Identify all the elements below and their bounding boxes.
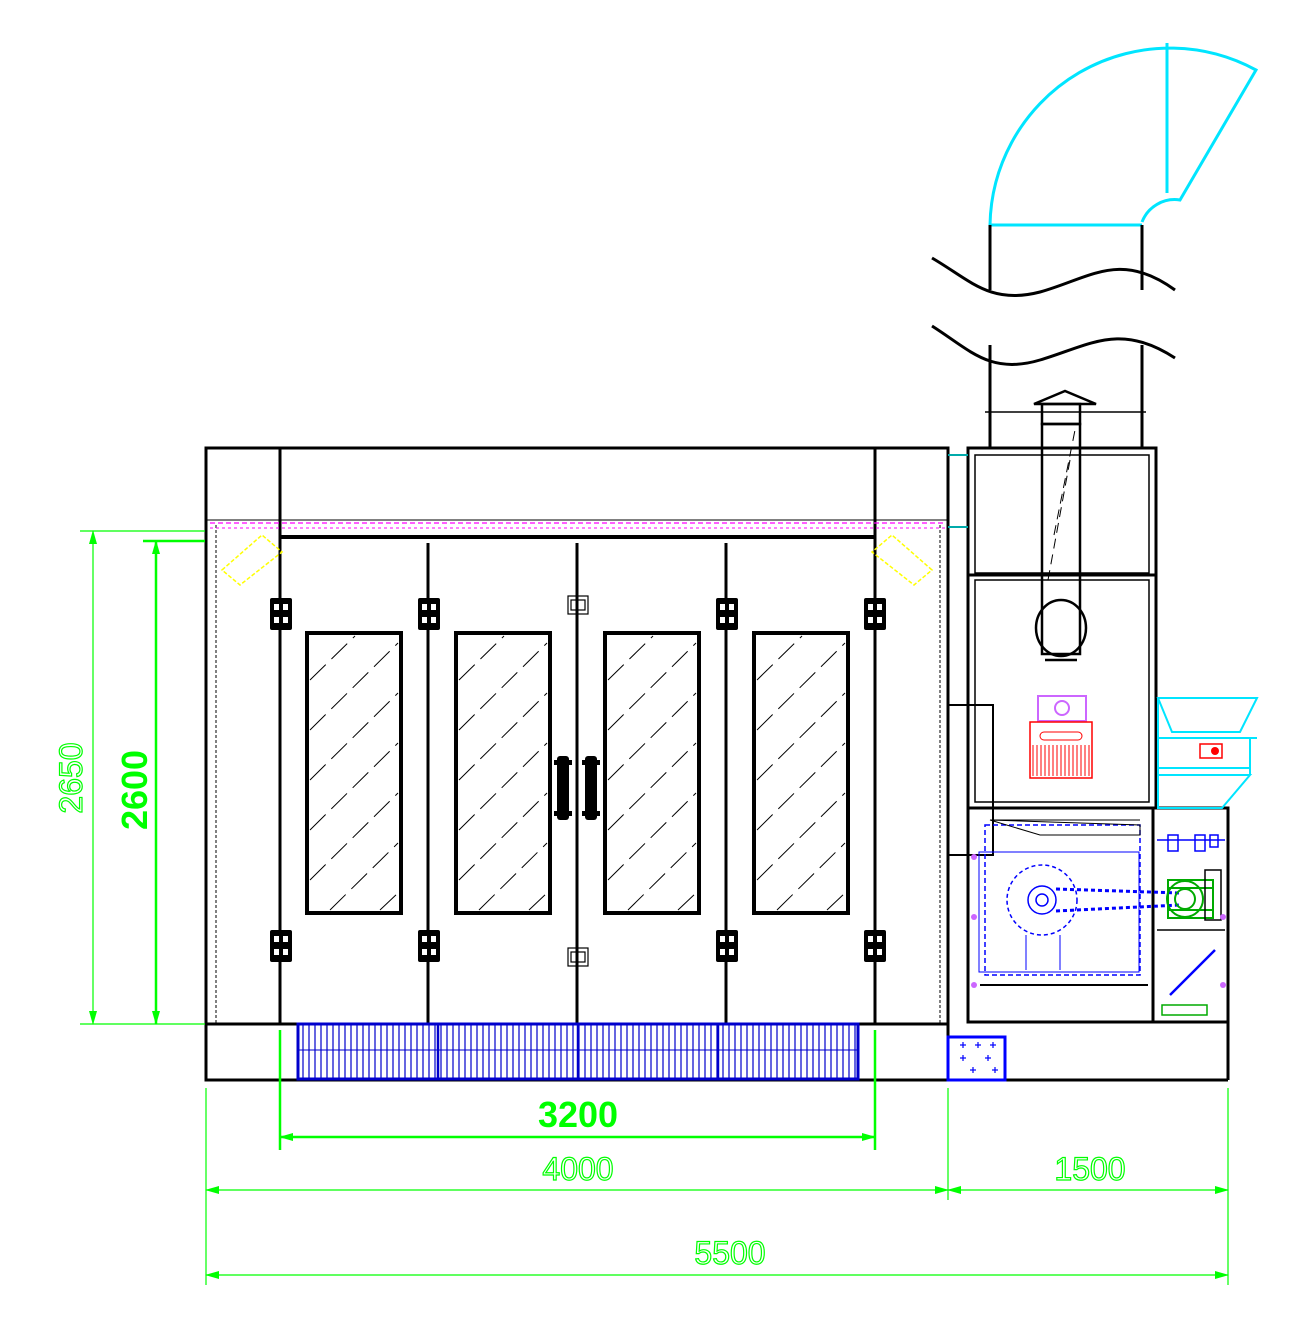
filter-hopper	[1156, 697, 1259, 809]
ceiling-lights	[210, 522, 945, 586]
dim-2600-label: 2600	[114, 750, 155, 830]
door-window-2	[454, 631, 552, 915]
motor-mount	[1157, 869, 1225, 931]
dim-1500-label: 1500	[1054, 1151, 1125, 1187]
dimension-lines	[80, 530, 1229, 1285]
booth-inner-lines	[206, 519, 948, 1024]
door-hinges	[270, 598, 886, 962]
dimension-labels: 2650 2600 3200 4000 1500 5500	[52, 742, 1126, 1272]
door-window-4	[752, 631, 850, 915]
fan-motor	[1166, 879, 1214, 919]
damper	[1161, 949, 1216, 1016]
door-handles	[554, 756, 600, 820]
exhaust-duct-elbow	[988, 43, 1259, 227]
air-fittings	[1157, 834, 1225, 852]
unit-markers	[971, 854, 1226, 988]
door-window-1	[305, 631, 403, 915]
floor-grating	[296, 1022, 860, 1081]
dim-3200-label: 3200	[538, 1094, 618, 1135]
exhaust-duct-pipe	[931, 225, 1176, 448]
door-window-3	[603, 631, 701, 915]
door-latches	[567, 595, 589, 967]
burner	[1029, 695, 1093, 779]
dim-5500-label: 5500	[694, 1235, 765, 1271]
dim-4000-label: 4000	[542, 1151, 613, 1187]
side-unit-connectors	[948, 454, 968, 528]
burner-chimney	[1033, 389, 1097, 662]
dim-2650-label: 2650	[53, 742, 89, 813]
unit-base-panel	[946, 1035, 1007, 1082]
fan-housing	[978, 819, 1181, 986]
